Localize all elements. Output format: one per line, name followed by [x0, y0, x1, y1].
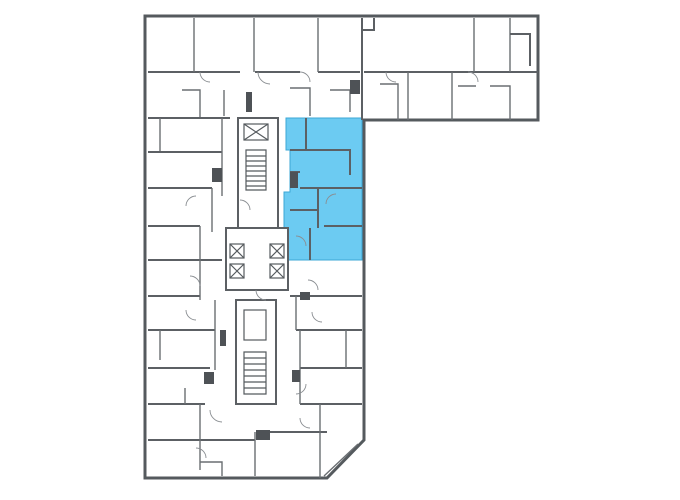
top-wing-walls: [148, 18, 538, 120]
structural-columns: [204, 80, 360, 440]
apartment-interior-walls: [290, 118, 362, 260]
left-column-walls: [148, 117, 256, 476]
building-outline: [143, 14, 540, 480]
corner-chamfer-inner: [323, 443, 359, 477]
stairs-lower: [243, 351, 267, 395]
central-core: [225, 117, 289, 405]
stairs-upper: [245, 149, 267, 191]
right-column-walls: [270, 279, 362, 478]
